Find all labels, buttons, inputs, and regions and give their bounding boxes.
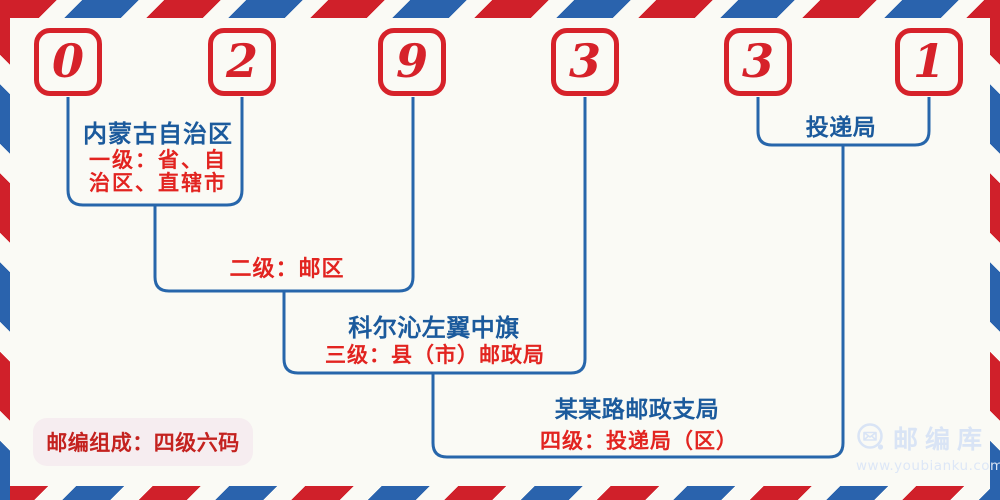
watermark-brand: 邮编库 (893, 425, 990, 454)
delivery-office-label: 投递局 (805, 115, 877, 141)
digit-box-2: 2 (208, 28, 276, 96)
level2-description: 二级：邮区 (229, 257, 345, 282)
digit-box-4: 3 (551, 28, 619, 96)
digit-box-1: 0 (34, 28, 102, 96)
envelope-circle-icon (857, 423, 884, 450)
watermark: 邮编库 www.youbianku.com (856, 420, 1000, 474)
composition-note-pill: 邮编组成：四级六码 (33, 418, 253, 466)
digit-box-5: 3 (724, 28, 792, 96)
level1-region-name: 内蒙古自治区 (83, 120, 233, 148)
digit-4: 3 (568, 34, 601, 88)
composition-note-text: 邮编组成：四级六码 (46, 431, 240, 455)
level3-description: 三级：县（市）邮政局 (325, 343, 545, 367)
digit-box-3: 9 (378, 28, 446, 96)
digit-6: 1 (912, 34, 945, 88)
digit-3: 9 (395, 34, 428, 88)
level1-description-line2: 治区、直辖市 (89, 171, 227, 195)
level1-description-line1: 一级：省、自 (89, 148, 227, 172)
digit-box-6: 1 (895, 28, 963, 96)
level4-description: 四级：投递局（区） (540, 429, 738, 453)
bracket-delivery (756, 97, 931, 147)
level3-region-name: 科尔沁左翼中旗 (348, 314, 520, 342)
digit-5: 3 (741, 34, 774, 88)
digit-2: 2 (225, 34, 258, 88)
bracket-level4 (431, 145, 845, 459)
watermark-url: www.youbianku.com (856, 458, 1000, 474)
digit-1: 0 (51, 34, 84, 88)
level4-region-name: 某某路邮政支局 (554, 397, 720, 423)
